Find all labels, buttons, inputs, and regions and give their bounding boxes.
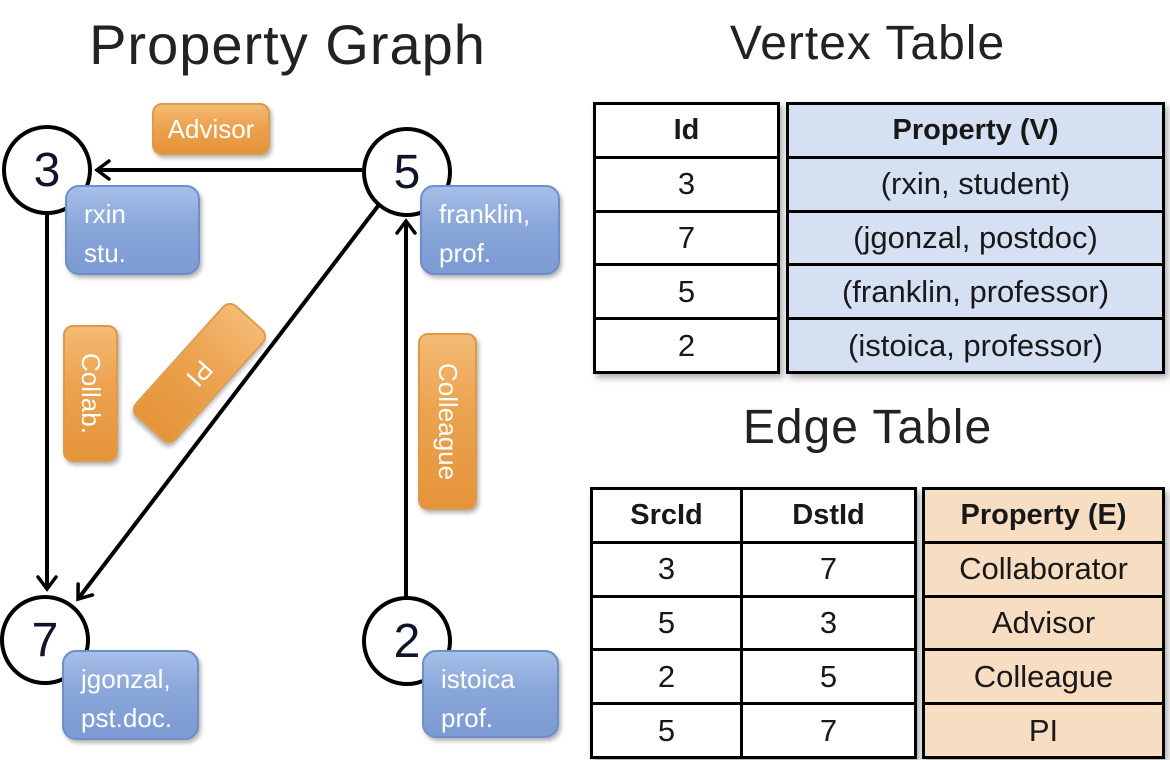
vertex-table-header-id: Id (673, 113, 700, 146)
graph-node-7-id: 7 (31, 613, 59, 667)
vertex-table-cell: 5 (596, 263, 777, 317)
vertex-property-line: rxin (84, 199, 126, 229)
vertex-table-cell: (rxin, student) (789, 155, 1162, 210)
vertex-property-line: istoica (441, 664, 515, 694)
edge-table-header-property: Property (E) (960, 498, 1127, 531)
graph-node-2-id: 2 (393, 614, 421, 668)
edge-table-row: 2 5 (593, 648, 914, 703)
edge-table-id-columns: SrcId DstId 3 7 5 3 2 5 5 7 (590, 487, 917, 759)
edge-table-cell: 3 (657, 551, 676, 587)
edge-line-pi-5-to-7 (76, 204, 380, 602)
edge-label-colleague: Colleague (418, 333, 477, 510)
edge-table-cell: Colleague (925, 648, 1162, 702)
edge-table-cell: 5 (740, 651, 914, 703)
vertex-table-id-column: Id 3 7 5 2 (593, 102, 780, 374)
vertex-property-line: prof. (441, 703, 494, 733)
vertex-table-header-property: Property (V) (892, 113, 1059, 146)
edge-table-property-column: Property (E) Collaborator Advisor Collea… (922, 487, 1165, 759)
edge-label-advisor: Advisor (152, 103, 270, 155)
edge-table-title: Edge Table (742, 401, 993, 454)
edge-table-header-srcid: SrcId (630, 498, 703, 531)
vertex-property-box-5: franklin, prof. (420, 185, 560, 275)
vertex-table-cell: (jgonzal, postdoc) (789, 209, 1162, 264)
edge-label-collab: Collab. (63, 325, 118, 462)
vertex-table-property-column: Property (V) (rxin, student) (jgonzal, p… (786, 102, 1165, 374)
vertex-property-line: prof. (439, 238, 492, 268)
vertex-table-title: Vertex Table (729, 17, 1006, 70)
edge-table-cell: 2 (657, 658, 676, 694)
edge-table-row: 3 7 (593, 540, 914, 595)
vertex-table-cell: 7 (596, 209, 777, 264)
graph-node-3-id: 3 (33, 143, 61, 197)
edge-table-cell: 5 (657, 604, 676, 640)
edge-table-cell: 7 (740, 543, 914, 595)
graph-node-5-id: 5 (393, 145, 421, 199)
edge-table-row: 5 3 (593, 594, 914, 649)
vertex-property-line: jgonzal, (81, 664, 171, 694)
edge-table-cell: 5 (657, 712, 676, 748)
vertex-property-box-2: istoica prof. (422, 650, 559, 738)
edge-table-cell: Collaborator (925, 540, 1162, 595)
edge-table-header-row: SrcId DstId (593, 490, 914, 541)
vertex-property-line: pst.doc. (81, 703, 173, 733)
edge-table-cell: 7 (740, 705, 914, 756)
graph-node-2: 2 (362, 596, 452, 686)
edge-table-header-dstid: DstId (740, 490, 914, 541)
vertex-property-box-3: rxin stu. (65, 185, 200, 275)
graph-edges-layer (36, 159, 417, 602)
vertex-table-cell: 3 (596, 155, 777, 210)
edge-table-cell: Advisor (925, 594, 1162, 649)
vertex-table-cell: (franklin, professor) (789, 263, 1162, 317)
edge-table-cell: 3 (740, 597, 914, 649)
vertex-property-line: stu. (84, 238, 126, 268)
property-graph-title: Property Graph (89, 13, 486, 76)
vertex-property-box-7: jgonzal, pst.doc. (62, 650, 199, 740)
edge-table-cell: PI (925, 702, 1162, 756)
vertex-property-line: franklin, (439, 199, 531, 229)
vertex-table-cell: 2 (596, 317, 777, 371)
edge-table-row: 5 7 (593, 702, 914, 756)
vertex-table-cell: (istoica, professor) (789, 317, 1162, 371)
graph-node-5: 5 (362, 127, 452, 217)
